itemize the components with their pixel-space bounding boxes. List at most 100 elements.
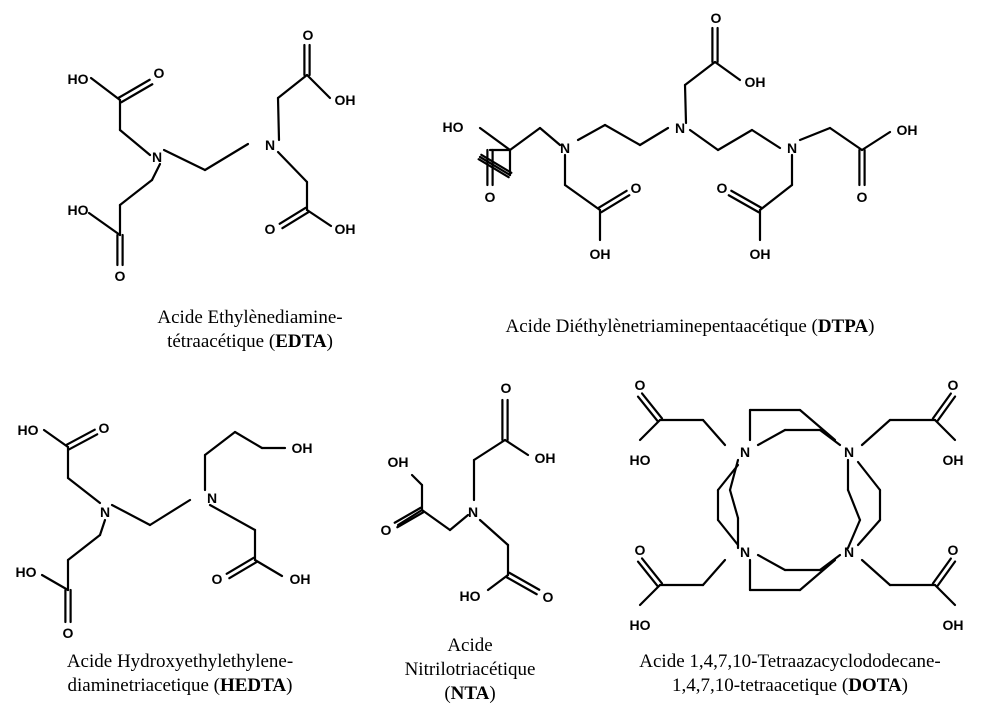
bond-line [42, 428, 70, 449]
atom-label-oh: OH [590, 246, 611, 262]
atom-label-oh: OH [335, 92, 356, 108]
bond-line [89, 76, 122, 102]
double-bond-line [505, 576, 538, 596]
atom-label-oh: OH [897, 122, 918, 138]
atom-label-o: O [63, 625, 74, 641]
bond-line [860, 418, 892, 447]
caption-dota-close: ) [901, 675, 908, 696]
bond-line [860, 558, 892, 587]
atom-label-n: N [675, 120, 685, 136]
bond-line [701, 418, 727, 447]
double-bond-line [281, 211, 310, 230]
bond-line [638, 583, 662, 607]
atom-label-oh: OH [535, 450, 556, 466]
atom-label-ho: HO [68, 202, 89, 218]
atom-label-n: N [468, 504, 478, 520]
double-bond-line [636, 395, 660, 423]
bond-line [688, 128, 720, 152]
bond-line [638, 126, 670, 147]
bond-line [150, 162, 162, 182]
bond-line [478, 126, 512, 152]
caption-nta-abbr: NTA [450, 683, 490, 704]
caption-nta-text: ( [444, 683, 451, 704]
bond-line [846, 488, 862, 522]
caption-hedta-close: ) [286, 675, 293, 696]
caption-nta-line1: Acide [447, 635, 493, 656]
atom-label-ho: HO [68, 71, 89, 87]
atom-label-oh: OH [335, 221, 356, 237]
caption-dtpa-line1: Acide Diéthylènetriaminepentaacétique (D… [440, 315, 940, 339]
bond-line [148, 498, 192, 527]
bond-line [716, 518, 740, 547]
double-bond-line [120, 83, 154, 104]
bond-line [396, 508, 424, 527]
caption-dtpa-abbr: DTPA [817, 316, 869, 337]
atom-label-n: N [740, 444, 750, 460]
bond-line [798, 408, 837, 442]
bond-line [933, 583, 957, 607]
bond-line [233, 430, 264, 450]
double-bond-line [65, 428, 96, 446]
atom-label-o: O [635, 542, 646, 558]
caption-hedta-line2: diaminetriacetique (HEDTA) [20, 674, 340, 698]
atom-label-o: O [543, 589, 554, 605]
atom-label-ho: HO [16, 564, 37, 580]
atom-label-ho: HO [630, 617, 651, 633]
atom-label-oh: OH [943, 452, 964, 468]
caption-nta-line3: (NTA) [385, 682, 555, 706]
bond-line [448, 513, 470, 532]
bond-line [828, 126, 864, 152]
bond-line [478, 155, 512, 177]
caption-dota-line2: 1,4,7,10-tetraacetique (DOTA) [600, 674, 980, 698]
atom-label-o: O [631, 180, 642, 196]
double-bond-line [278, 206, 307, 225]
atom-label-n: N [844, 544, 854, 560]
double-bond-line [508, 571, 541, 591]
atom-label-oh: OH [388, 454, 409, 470]
double-bond-line [68, 433, 99, 451]
bond-line [66, 476, 102, 505]
atom-label-oh: OH [745, 74, 766, 90]
caption-nta-line2: Nitrilotriacétique [404, 659, 536, 680]
double-bond-line [931, 557, 952, 585]
double-bond-line [393, 506, 422, 524]
bond-line [818, 428, 842, 447]
bond-line [538, 126, 562, 147]
bond-line [933, 418, 957, 442]
atom-label-o: O [99, 420, 110, 436]
bond-line [713, 60, 742, 82]
bond-line [856, 518, 882, 547]
atom-label-n: N [844, 444, 854, 460]
caption-hedta-line1: Acide Hydroxyethylethylene- [66, 651, 294, 672]
caption-hedta-abbr: HEDTA [219, 675, 287, 696]
atom-label-n: N [265, 137, 275, 153]
bond-line [798, 126, 832, 142]
atom-label-n: N [152, 149, 162, 165]
bond-line [563, 183, 602, 212]
caption-dota: Acide 1,4,7,10-Tetraazacyclododecane- 1,… [600, 650, 980, 698]
atom-label-n: N [560, 140, 570, 156]
bond-line [701, 558, 727, 587]
double-bond-line [636, 560, 660, 588]
caption-dota-abbr: DOTA [848, 675, 902, 696]
atom-label-o: O [857, 189, 868, 205]
caption-edta-line2: tétraacétique (EDTA) [100, 330, 400, 354]
bond-line [420, 508, 452, 532]
atom-label-o: O [265, 221, 276, 237]
atom-label-o: O [948, 377, 959, 393]
bond-line [716, 463, 740, 492]
bond-line [818, 553, 842, 572]
caption-dota-text: 1,4,7,10-tetraacetique ( [671, 675, 849, 696]
caption-dtpa-text: Acide Diéthylènetriaminepentaacétique ( [505, 316, 818, 337]
bond-line [846, 518, 862, 550]
double-bond-line [936, 395, 957, 423]
atom-label-n: N [100, 504, 110, 520]
atom-label-o: O [501, 380, 512, 396]
bond-line [276, 73, 309, 100]
bond-line [208, 503, 257, 532]
bond-line [683, 60, 717, 87]
bond-line [478, 518, 510, 547]
bond-line [203, 142, 250, 172]
